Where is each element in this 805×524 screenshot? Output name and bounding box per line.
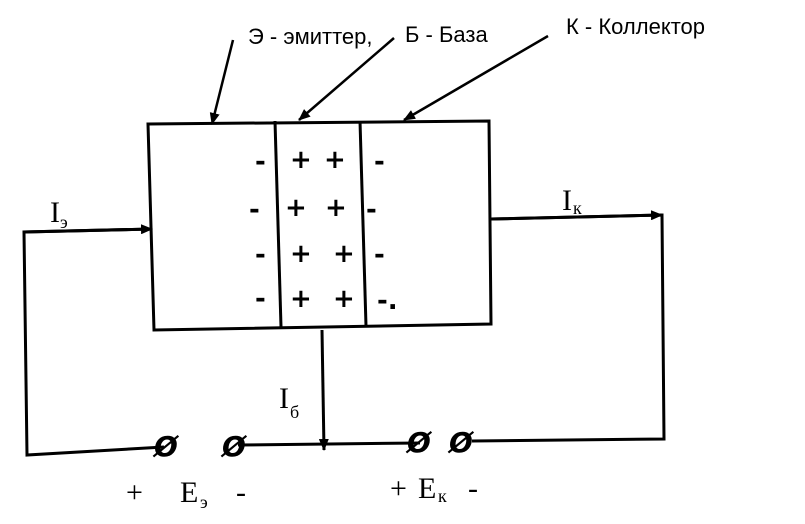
base-charge: + xyxy=(290,284,312,314)
collector-label: К - Коллектор xyxy=(566,14,705,39)
terminal-symbol: Ø xyxy=(220,430,248,463)
transistor-body xyxy=(146,119,493,332)
emitter-base-junction xyxy=(273,120,283,328)
svg-text:I: I xyxy=(50,196,60,229)
charges: - - - - + + + + + + + + - - - -. xyxy=(249,145,398,316)
emitter-current-label: I э xyxy=(50,196,68,232)
svg-text:I: I xyxy=(279,382,289,415)
svg-text:к: к xyxy=(438,486,447,506)
emitter-charge: - xyxy=(255,147,266,177)
base-current-arrow xyxy=(318,329,329,451)
base-label: Б - База xyxy=(405,22,489,47)
collector-label-arrow xyxy=(403,34,549,122)
emitter-circuit-wire xyxy=(22,227,165,457)
base-charge: + xyxy=(333,239,355,269)
base-label-arrow xyxy=(298,37,395,121)
collector-source-label: + E к - xyxy=(390,472,478,506)
label-arrows xyxy=(209,34,549,125)
circuit-wires xyxy=(22,210,666,457)
svg-text:к: к xyxy=(573,198,582,218)
svg-text:б: б xyxy=(290,402,299,422)
base-charge: + xyxy=(290,145,312,175)
collector-charge: - xyxy=(366,195,377,225)
svg-text:-: - xyxy=(236,476,246,509)
emitter-charge: - xyxy=(249,195,260,225)
terminal-symbol: Ø xyxy=(405,426,433,459)
common-wire xyxy=(237,441,421,447)
collector-charge: - xyxy=(374,240,385,270)
svg-text:I: I xyxy=(562,184,572,217)
base-charge: + xyxy=(290,239,312,269)
terminal-symbol: Ø xyxy=(152,430,180,463)
collector-current-arrow xyxy=(490,210,663,221)
base-charge: + xyxy=(333,284,355,314)
terminal-symbol: Ø xyxy=(447,426,475,459)
svg-text:E: E xyxy=(418,472,436,505)
transistor-outline xyxy=(146,119,493,332)
base-charge: + xyxy=(325,193,347,223)
svg-text:E: E xyxy=(180,476,198,509)
base-collector-junction xyxy=(358,120,368,327)
svg-text:э: э xyxy=(60,212,68,232)
svg-text:+: + xyxy=(126,476,143,509)
base-current-label: I б xyxy=(279,382,299,422)
collector-circuit-wire xyxy=(471,213,666,443)
terminals: Ø Ø Ø Ø xyxy=(152,426,475,463)
emitter-label-arrow xyxy=(209,39,235,125)
emitter-label: Э - эмиттер, xyxy=(248,24,373,49)
collector-current-label: I к xyxy=(562,184,582,218)
collector-charge: -. xyxy=(377,286,398,316)
svg-text:+: + xyxy=(390,472,407,505)
emitter-charge: - xyxy=(255,284,266,314)
collector-charge: - xyxy=(374,147,385,177)
emitter-charge: - xyxy=(255,240,266,270)
base-charge: + xyxy=(324,145,346,175)
svg-text:-: - xyxy=(468,472,478,505)
base-charge: + xyxy=(285,193,307,223)
emitter-current-arrow xyxy=(23,224,153,235)
svg-text:э: э xyxy=(200,492,208,512)
emitter-source-label: + E э - xyxy=(126,476,246,512)
